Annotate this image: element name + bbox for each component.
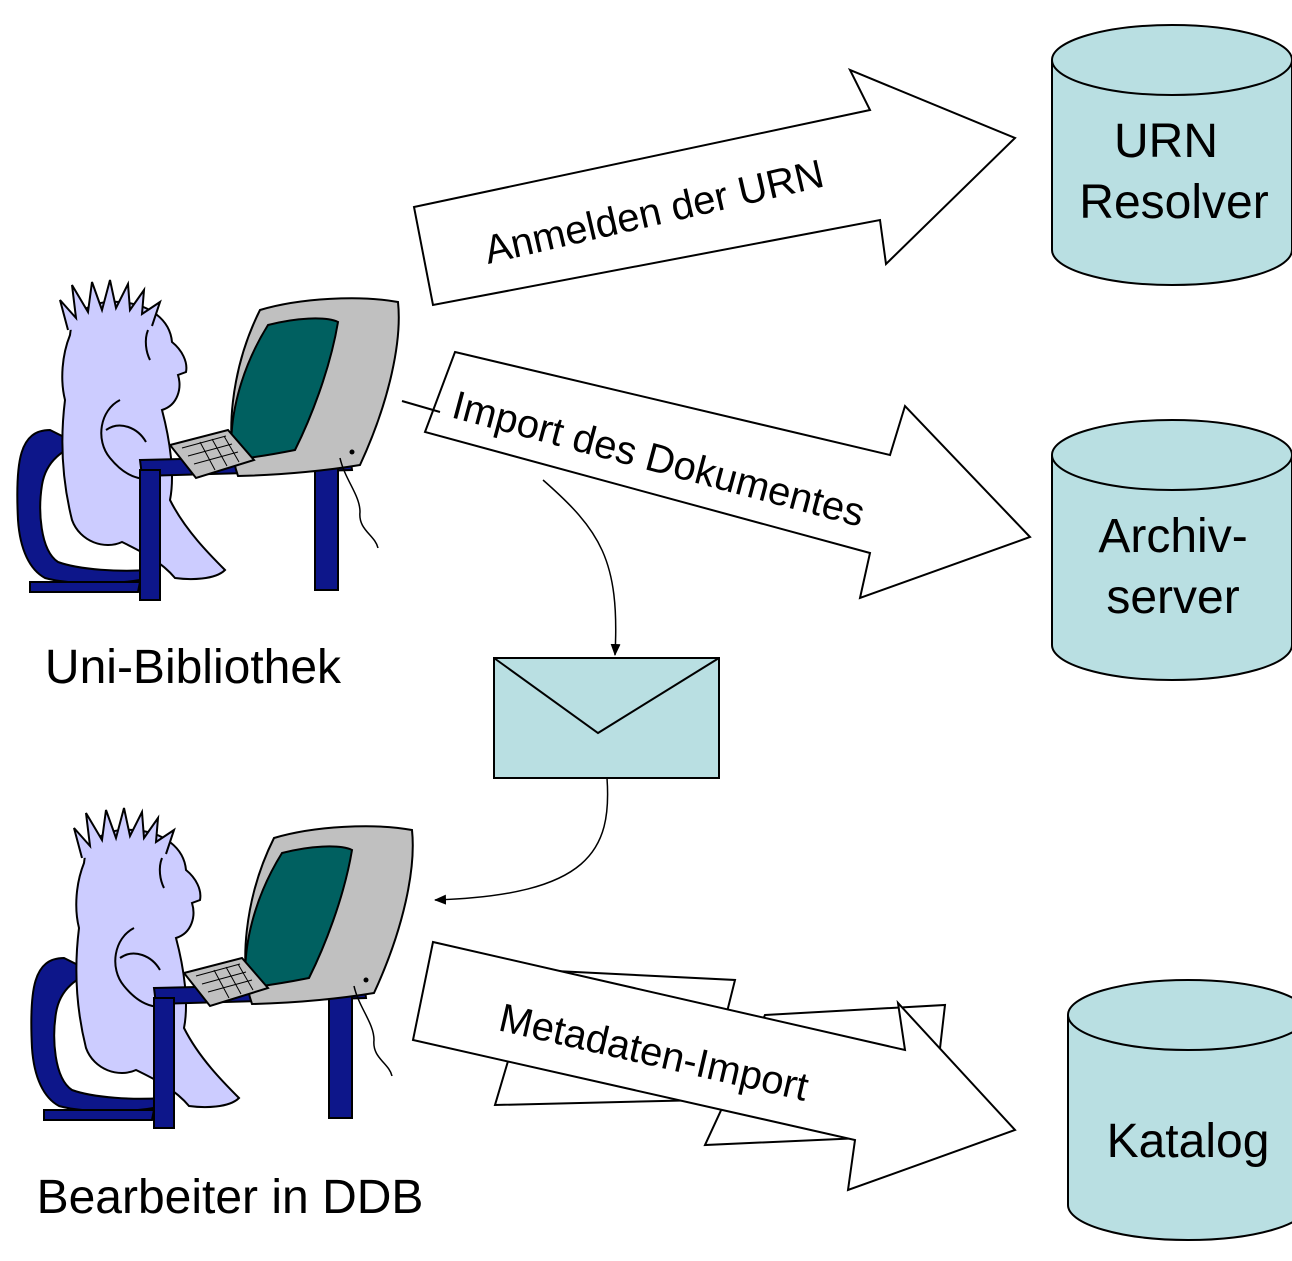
notification-curve-arrow — [542, 479, 621, 656]
register-urn-arrow — [412, 68, 1017, 307]
envelope-to-editor-arrow — [434, 777, 609, 905]
ddb-editor-person-icon — [30, 807, 414, 1129]
envelope-icon — [493, 657, 720, 779]
urn-resolver-label-line1: URN — [1114, 115, 1218, 168]
archive-server-label-line2: server — [1106, 571, 1239, 624]
ddb-editor-label: Bearbeiter in DDB — [37, 1171, 424, 1224]
import-document-arrow — [423, 350, 1032, 600]
uni-library-person-icon — [16, 279, 400, 601]
archive-server-label-line1: Archiv- — [1098, 510, 1247, 563]
metadata-import-arrow — [411, 940, 1017, 1192]
urn-resolver-label-line2: Resolver — [1079, 176, 1268, 229]
catalog-database-icon — [1067, 979, 1292, 1241]
uni-library-label: Uni-Bibliothek — [45, 641, 342, 694]
catalog-label: Katalog — [1107, 1115, 1270, 1168]
